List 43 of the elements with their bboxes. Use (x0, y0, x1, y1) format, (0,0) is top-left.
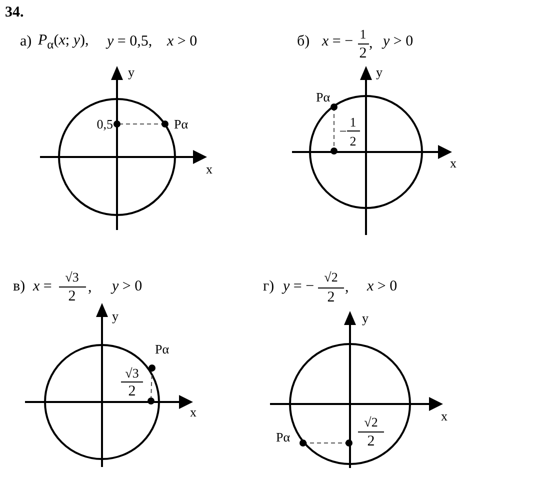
denominator: 2 (327, 290, 335, 306)
punctuation: , (88, 280, 92, 296)
axis-label: x (206, 162, 212, 176)
numerator: √3 (125, 366, 139, 380)
condition-text: x > 0 (367, 280, 398, 294)
condition-text: x = − (322, 34, 354, 50)
point-label: Pα (154, 342, 170, 356)
axis-label: y (376, 66, 382, 78)
numerator: √2 (324, 270, 338, 284)
point-label: Pα (276, 430, 290, 444)
numerator: √3 (65, 270, 79, 284)
punctuation: , (345, 280, 349, 296)
numerator: 1 (360, 28, 366, 40)
point-label: Pα (316, 90, 330, 104)
condition-text: y = − (283, 280, 314, 294)
denominator: 2 (128, 384, 136, 400)
item-letter: г) (263, 280, 274, 294)
point-label: Pα (174, 118, 188, 130)
condition-text: x = (33, 280, 52, 294)
axis-label: x (441, 410, 448, 422)
item-letter: а) (20, 34, 32, 50)
condition-text: y > 0 (112, 280, 142, 294)
denominator: 2 (350, 134, 356, 148)
punctuation: , (369, 36, 373, 52)
point-notation: P$_{α}$(x; y), (38, 33, 89, 51)
condition-text: y = 0,5, (107, 34, 152, 50)
minus-sign: − (339, 124, 347, 138)
axis-label: y (128, 66, 134, 78)
numerator: √2 (364, 416, 378, 428)
denominator: 2 (359, 46, 367, 62)
condition-text: y > 0 (383, 34, 414, 50)
denominator: 2 (68, 290, 76, 304)
numerator: 1 (350, 116, 356, 128)
problem-number: 34. (5, 6, 24, 20)
axis-label: y (362, 312, 368, 324)
item-letter: в) (13, 280, 26, 294)
value-label: 0,5 (96, 118, 113, 130)
axis-label: x (190, 406, 196, 418)
condition-text: x > 0 (167, 34, 198, 50)
axis-label: x (450, 156, 456, 170)
denominator: 2 (367, 434, 375, 450)
item-letter: б) (297, 34, 310, 50)
axis-label: y (112, 310, 118, 322)
